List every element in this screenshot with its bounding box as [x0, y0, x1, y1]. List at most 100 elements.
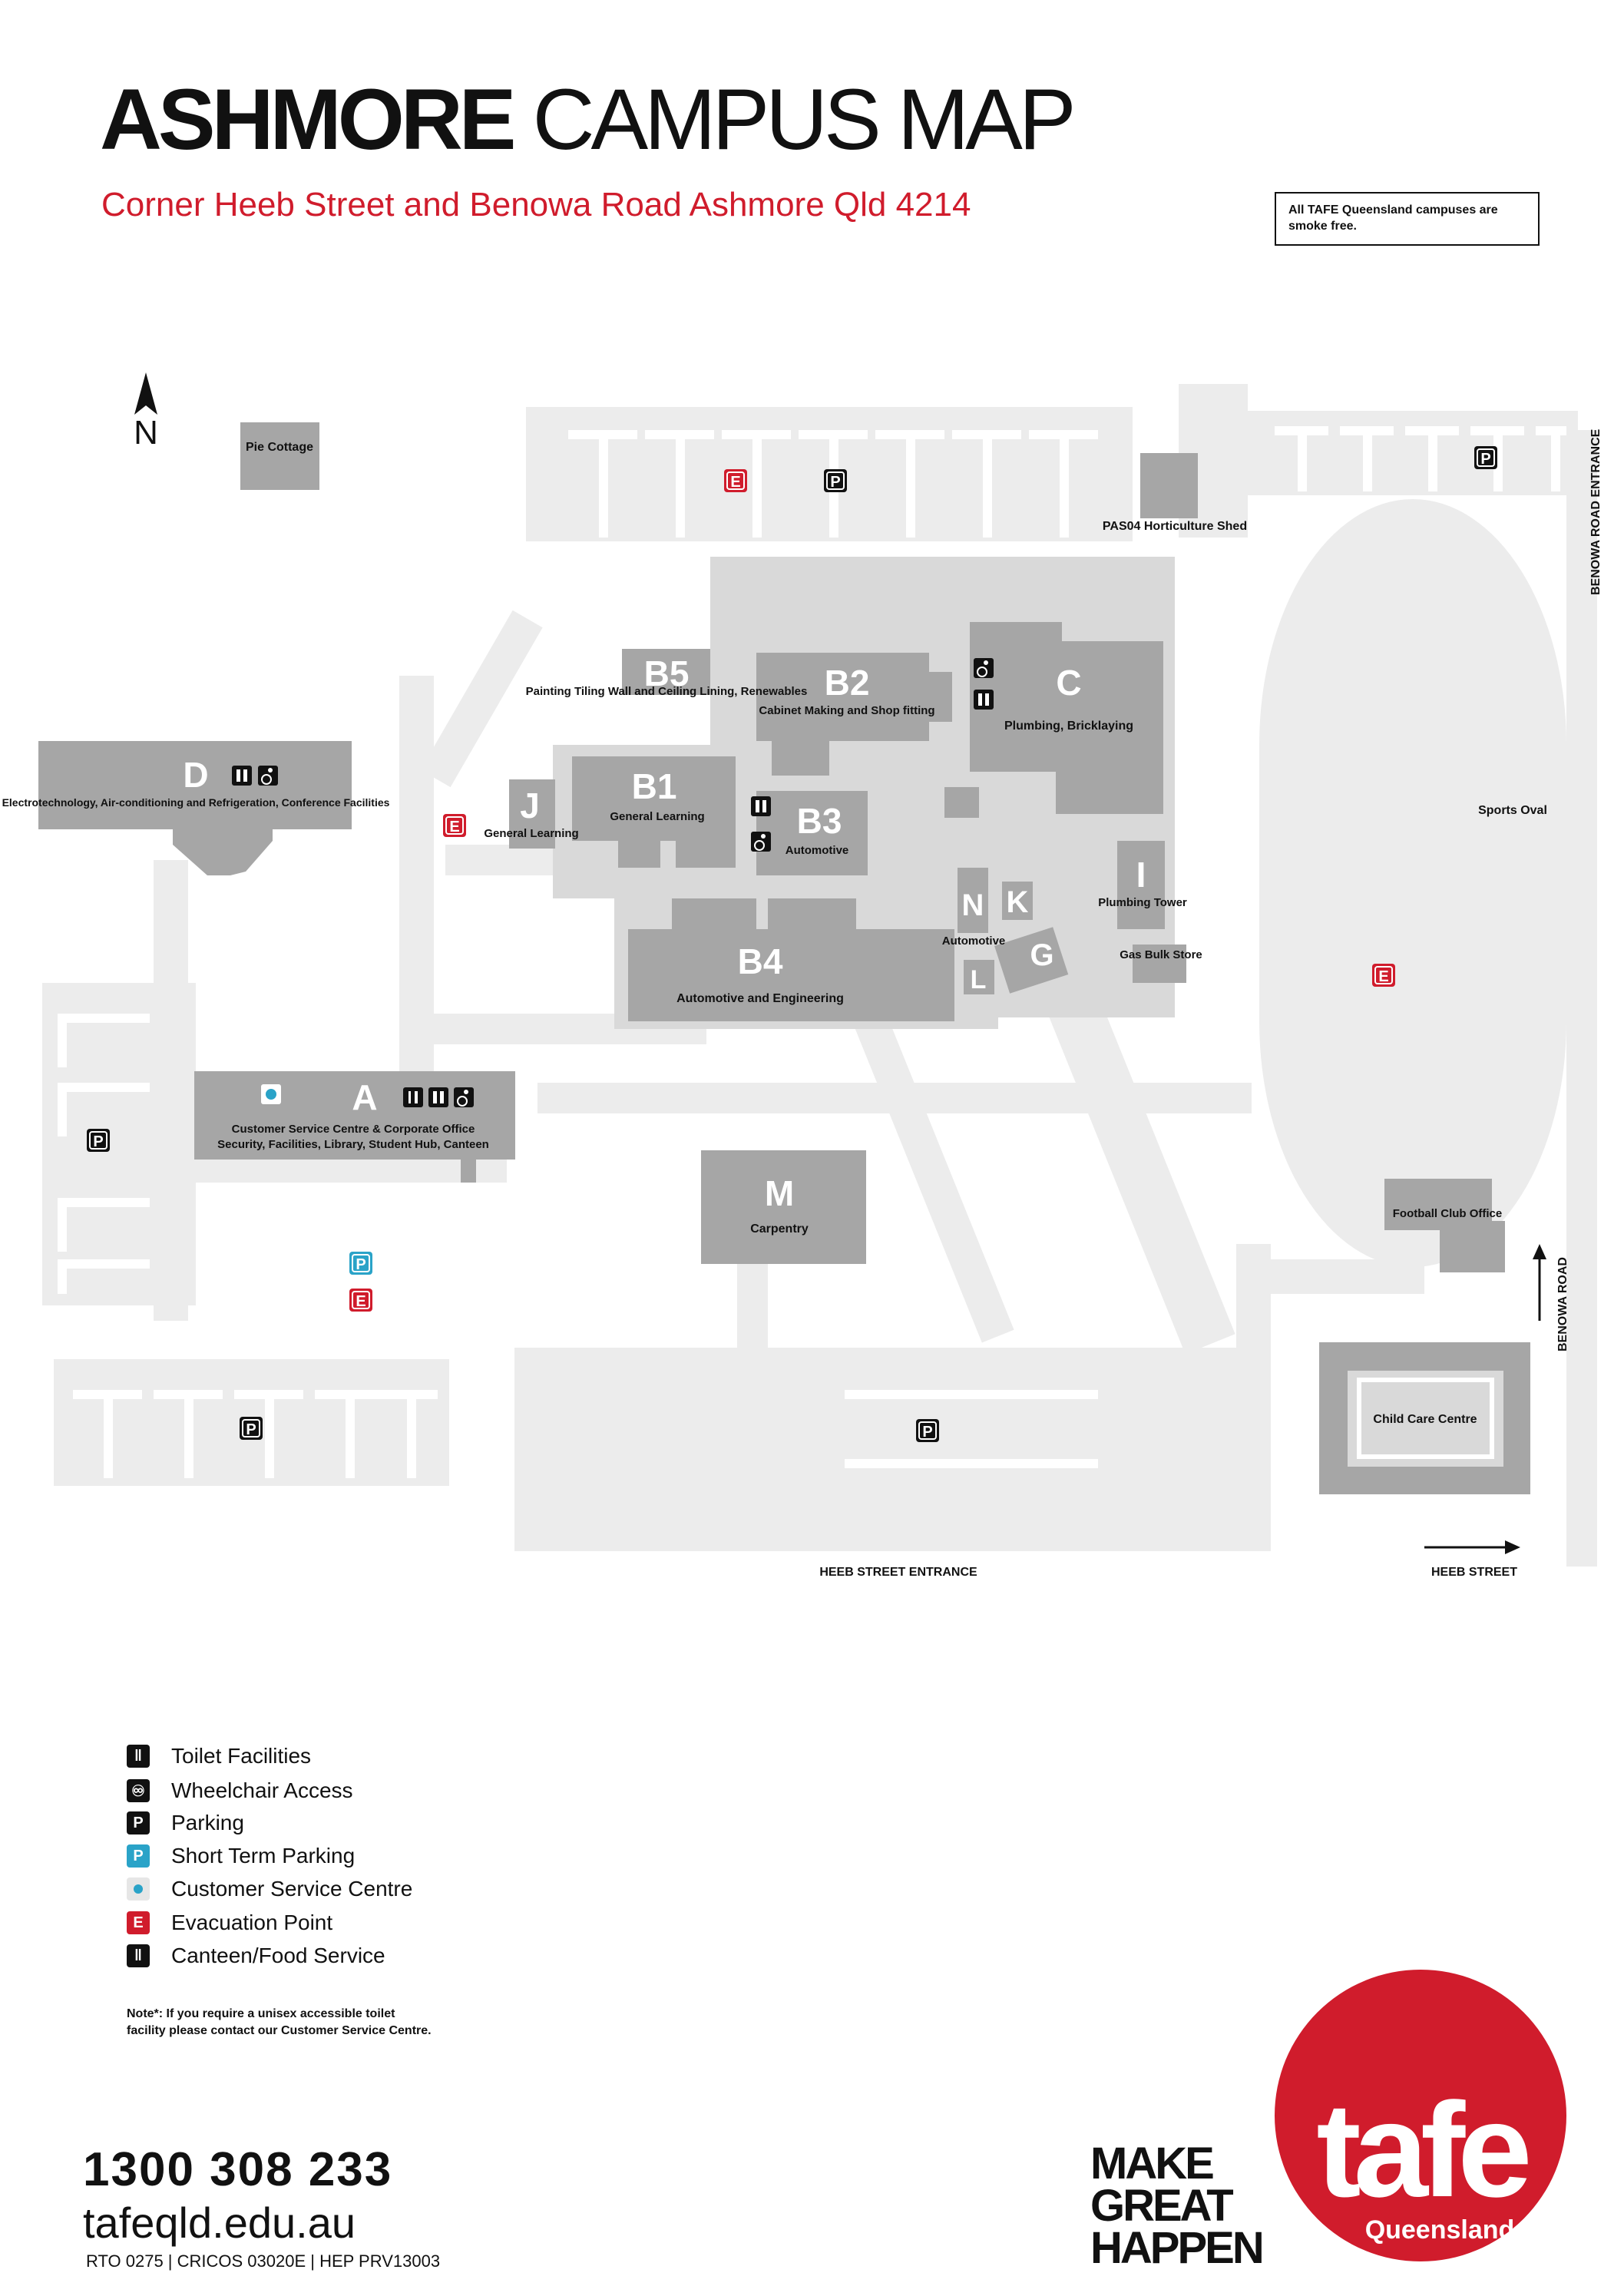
childcare-inner — [1348, 1371, 1503, 1467]
road-arrows — [1424, 1244, 1546, 1554]
svg-text:P: P — [246, 1421, 256, 1438]
logo-circle — [1275, 1970, 1566, 2261]
label-gas: Gas Bulk Store — [1120, 948, 1202, 961]
label-nk: Automotive — [942, 935, 1006, 948]
building-pie-cottage — [240, 422, 319, 490]
legend-label: Parking — [171, 1811, 244, 1834]
legend-short-term: P Short Term Parking — [127, 1843, 355, 1869]
amenity-icons — [232, 658, 994, 1107]
website-link[interactable]: tafeqld.edu.au — [83, 2198, 356, 2247]
buildings — [38, 422, 1530, 1494]
logo-sub: Queensland — [1365, 2215, 1515, 2245]
building-n — [958, 868, 988, 933]
legend-parking: P Parking — [127, 1810, 244, 1836]
code-b5: B5 — [644, 653, 690, 693]
parking-icon: P — [824, 469, 847, 492]
toilet-icon — [751, 796, 771, 816]
code-l: L — [971, 965, 987, 994]
canteen-icon — [403, 1087, 423, 1107]
building-k — [1002, 882, 1033, 920]
legend-toilet: ‖ Toilet Facilities — [127, 1743, 311, 1769]
roads — [42, 384, 1597, 1567]
building-b5 — [622, 649, 710, 695]
label-a2: Security, Facilities, Library, Student H… — [217, 1138, 489, 1151]
label-pie-cottage: Pie Cottage — [246, 441, 313, 454]
legend-label: Evacuation Point — [171, 1911, 333, 1934]
wheelchair-icon — [454, 1087, 474, 1107]
svg-text:P: P — [830, 474, 840, 491]
parking-icon: P — [87, 1129, 110, 1152]
label-i: Plumbing Tower — [1098, 896, 1187, 909]
building-d — [38, 741, 352, 829]
building-a — [194, 1071, 515, 1160]
code-m: M — [765, 1173, 794, 1213]
building-pas04 — [1140, 453, 1198, 518]
svg-text:E: E — [730, 474, 740, 491]
legend-label: Short Term Parking — [171, 1844, 356, 1868]
svg-text:P: P — [93, 1133, 103, 1150]
customer-service-icon — [127, 1877, 150, 1901]
svg-text:P: P — [356, 1256, 365, 1273]
legend-label: Customer Service Centre — [171, 1877, 413, 1901]
svg-text:E: E — [449, 819, 459, 835]
code-d: D — [183, 755, 208, 795]
parking-icon: P — [1474, 446, 1497, 469]
legend-label: Wheelchair Access — [171, 1778, 353, 1802]
label-oval: Sports Oval — [1478, 804, 1547, 817]
code-c: C — [1056, 663, 1081, 703]
svg-text:P: P — [1480, 451, 1490, 468]
building-i — [1117, 841, 1165, 929]
short-term-parking-icon: P — [349, 1252, 372, 1275]
evacuation-icon: E — [443, 814, 466, 837]
legend-customer-service: Customer Service Centre — [127, 1876, 412, 1902]
code-b3: B3 — [797, 801, 842, 841]
legend-wheelchair: ♾ Wheelchair Access — [127, 1778, 353, 1804]
code-n: N — [962, 888, 984, 922]
label-j: General Learning — [484, 827, 578, 840]
label-heeb-entrance: HEEB STREET ENTRANCE — [819, 1566, 977, 1579]
legend-label: Canteen/Food Service — [171, 1944, 385, 1967]
wheelchair-icon: ♾ — [127, 1779, 150, 1802]
code-a: A — [352, 1077, 377, 1117]
legend-evacuation: E Evacuation Point — [127, 1910, 332, 1936]
building-b4 — [628, 929, 954, 1021]
short-term-parking-icon: P — [127, 1844, 150, 1868]
code-k: K — [1007, 885, 1029, 919]
north-label: N — [134, 414, 158, 452]
parking-icon: P — [127, 1811, 150, 1834]
label-childcare: Child Care Centre — [1373, 1413, 1477, 1426]
slogan-line: HAPPEN — [1090, 2223, 1265, 2274]
svg-text:P: P — [922, 1424, 932, 1441]
title-bold: ASHMORE — [100, 71, 516, 167]
evacuation-icon: E — [724, 469, 747, 492]
building-l — [964, 960, 994, 994]
label-c: Plumbing, Bricklaying — [1004, 720, 1133, 733]
code-g: G — [1030, 938, 1053, 972]
canteen-icon: ‖ — [127, 1944, 150, 1967]
wheelchair-icon — [258, 766, 278, 786]
evacuation-icon: E — [127, 1911, 150, 1934]
label-heeb-street: HEEB STREET — [1431, 1566, 1517, 1579]
toilet-icon — [428, 1087, 448, 1107]
label-b4: Automotive and Engineering — [676, 992, 844, 1005]
label-benowa-road: BENOWA ROAD — [1556, 1257, 1569, 1351]
label-b5: Painting Tiling Wall and Ceiling Lining,… — [526, 685, 808, 698]
rto-codes: RTO 0275 | CRICOS 03020E | HEP PRV13003 — [86, 2251, 441, 2271]
code-i: I — [1136, 855, 1146, 895]
building-b3 — [756, 791, 868, 875]
toilet-icon — [232, 766, 252, 786]
building-j — [509, 779, 555, 849]
accessibility-note: Note*: If you require a unisex accessibl… — [127, 2007, 432, 2037]
building-b1 — [572, 756, 736, 841]
wheelchair-icon — [751, 832, 771, 852]
parking-icon: P — [916, 1419, 939, 1442]
label-b1: General Learning — [610, 810, 704, 823]
building-m — [701, 1150, 866, 1264]
label-b2: Cabinet Making and Shop fitting — [759, 704, 934, 717]
campus-address: Corner Heeb Street and Benowa Road Ashmo… — [101, 186, 971, 223]
label-b3: Automotive — [786, 844, 849, 857]
north-arrow: N — [134, 372, 158, 452]
childcare-border — [1357, 1378, 1494, 1459]
customer-service-icon — [261, 1084, 281, 1104]
